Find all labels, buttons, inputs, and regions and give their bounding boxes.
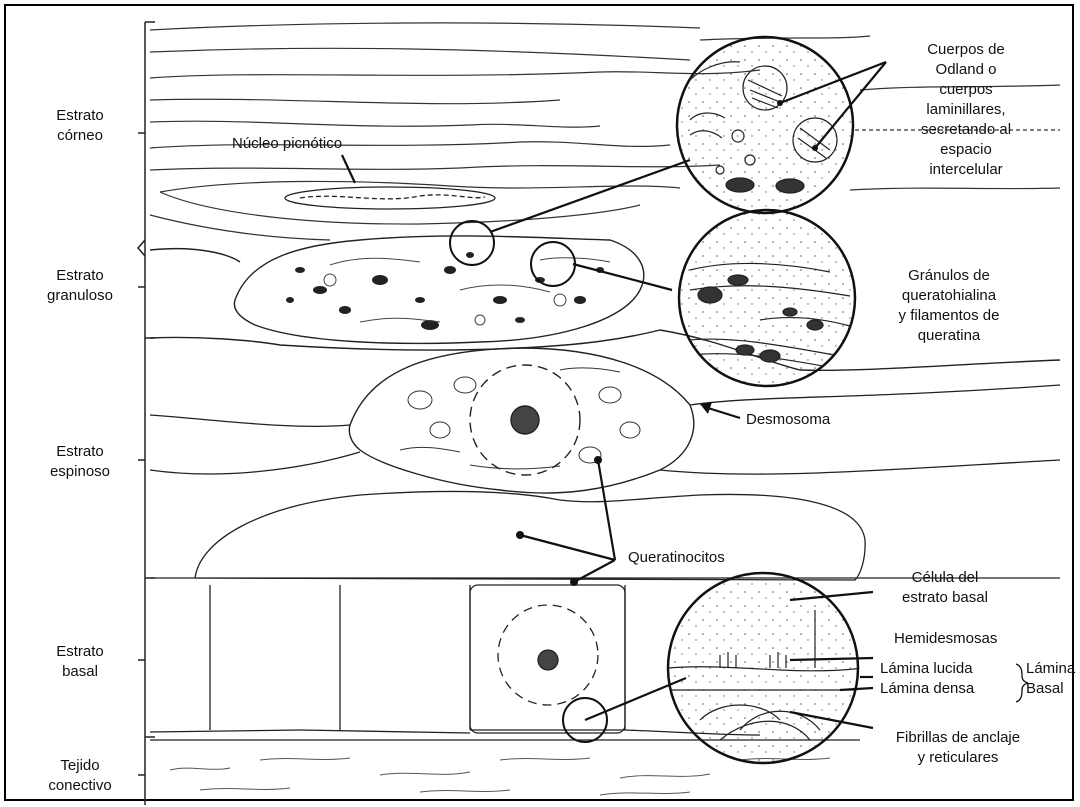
label-line: Estrato <box>20 642 140 662</box>
label-queratinocitos: Queratinocitos <box>628 548 768 568</box>
label-line: Cuerpos de <box>886 40 1046 60</box>
label-line: intercelular <box>886 160 1046 180</box>
label-line: granuloso <box>20 286 140 306</box>
label-nucleo-picnotico: Núcleo picnótico <box>232 134 382 154</box>
label-line: Basal <box>1026 679 1076 699</box>
label-line: Lámina <box>1026 659 1076 679</box>
label-fibrillas-anclaje: Fibrillas de anclaje y reticulares <box>878 728 1038 768</box>
label-tejido-conectivo: Tejido conectivo <box>20 756 140 796</box>
label-line: Estrato <box>20 442 140 462</box>
label-line: queratohialina <box>874 286 1024 306</box>
label-line: queratina <box>874 326 1024 346</box>
label-line: conectivo <box>20 776 140 796</box>
label-desmosoma: Desmosoma <box>746 410 866 430</box>
label-line: Odland o <box>886 60 1046 80</box>
label-lamina-densa: Lámina densa <box>880 679 1010 699</box>
label-line: estrato basal <box>880 588 1010 608</box>
label-celula-estrato-basal: Célula del estrato basal <box>880 568 1010 608</box>
label-lamina-basal: Lámina Basal <box>1026 659 1076 699</box>
label-line: cuerpos <box>886 80 1046 100</box>
odland-magnified <box>677 37 853 213</box>
pycnotic-nucleus <box>285 187 495 209</box>
label-line: y filamentos de <box>874 306 1024 326</box>
label-line: y reticulares <box>878 748 1038 768</box>
spinous-cell <box>349 348 693 493</box>
label-lamina-lucida: Lámina lucida <box>880 659 1010 679</box>
label-line: laminillares, <box>886 100 1046 120</box>
label-line: espacio <box>886 140 1046 160</box>
label-estrato-granuloso: Estrato granuloso <box>20 266 140 306</box>
label-line: Estrato <box>20 106 140 126</box>
label-line: córneo <box>20 126 140 146</box>
basal-magnified <box>668 573 860 763</box>
granulos-magnified <box>679 210 855 386</box>
label-line: Gránulos de <box>874 266 1024 286</box>
label-line: Fibrillas de anclaje <box>878 728 1038 748</box>
connective-tissue <box>170 758 830 795</box>
label-estrato-espinoso: Estrato espinoso <box>20 442 140 482</box>
label-line: espinoso <box>20 462 140 482</box>
layer-bracket <box>138 22 155 805</box>
label-hemidesmosomas: Hemidesmosas <box>894 629 1024 649</box>
label-line: Estrato <box>20 266 140 286</box>
label-line: Célula del <box>880 568 1010 588</box>
label-granulos-queratohialina: Gránulos de queratohialina y filamentos … <box>874 266 1024 346</box>
label-line: secretando al <box>886 120 1046 140</box>
granular-cell-lines <box>324 258 610 325</box>
label-cuerpos-odland: Cuerpos de Odland o cuerpos laminillares… <box>886 40 1046 180</box>
label-line: basal <box>20 662 140 682</box>
label-line: Tejido <box>20 756 140 776</box>
spinous-neighbours <box>150 385 1060 580</box>
label-estrato-basal: Estrato basal <box>20 642 140 682</box>
label-estrato-corneo: Estrato córneo <box>20 106 140 146</box>
